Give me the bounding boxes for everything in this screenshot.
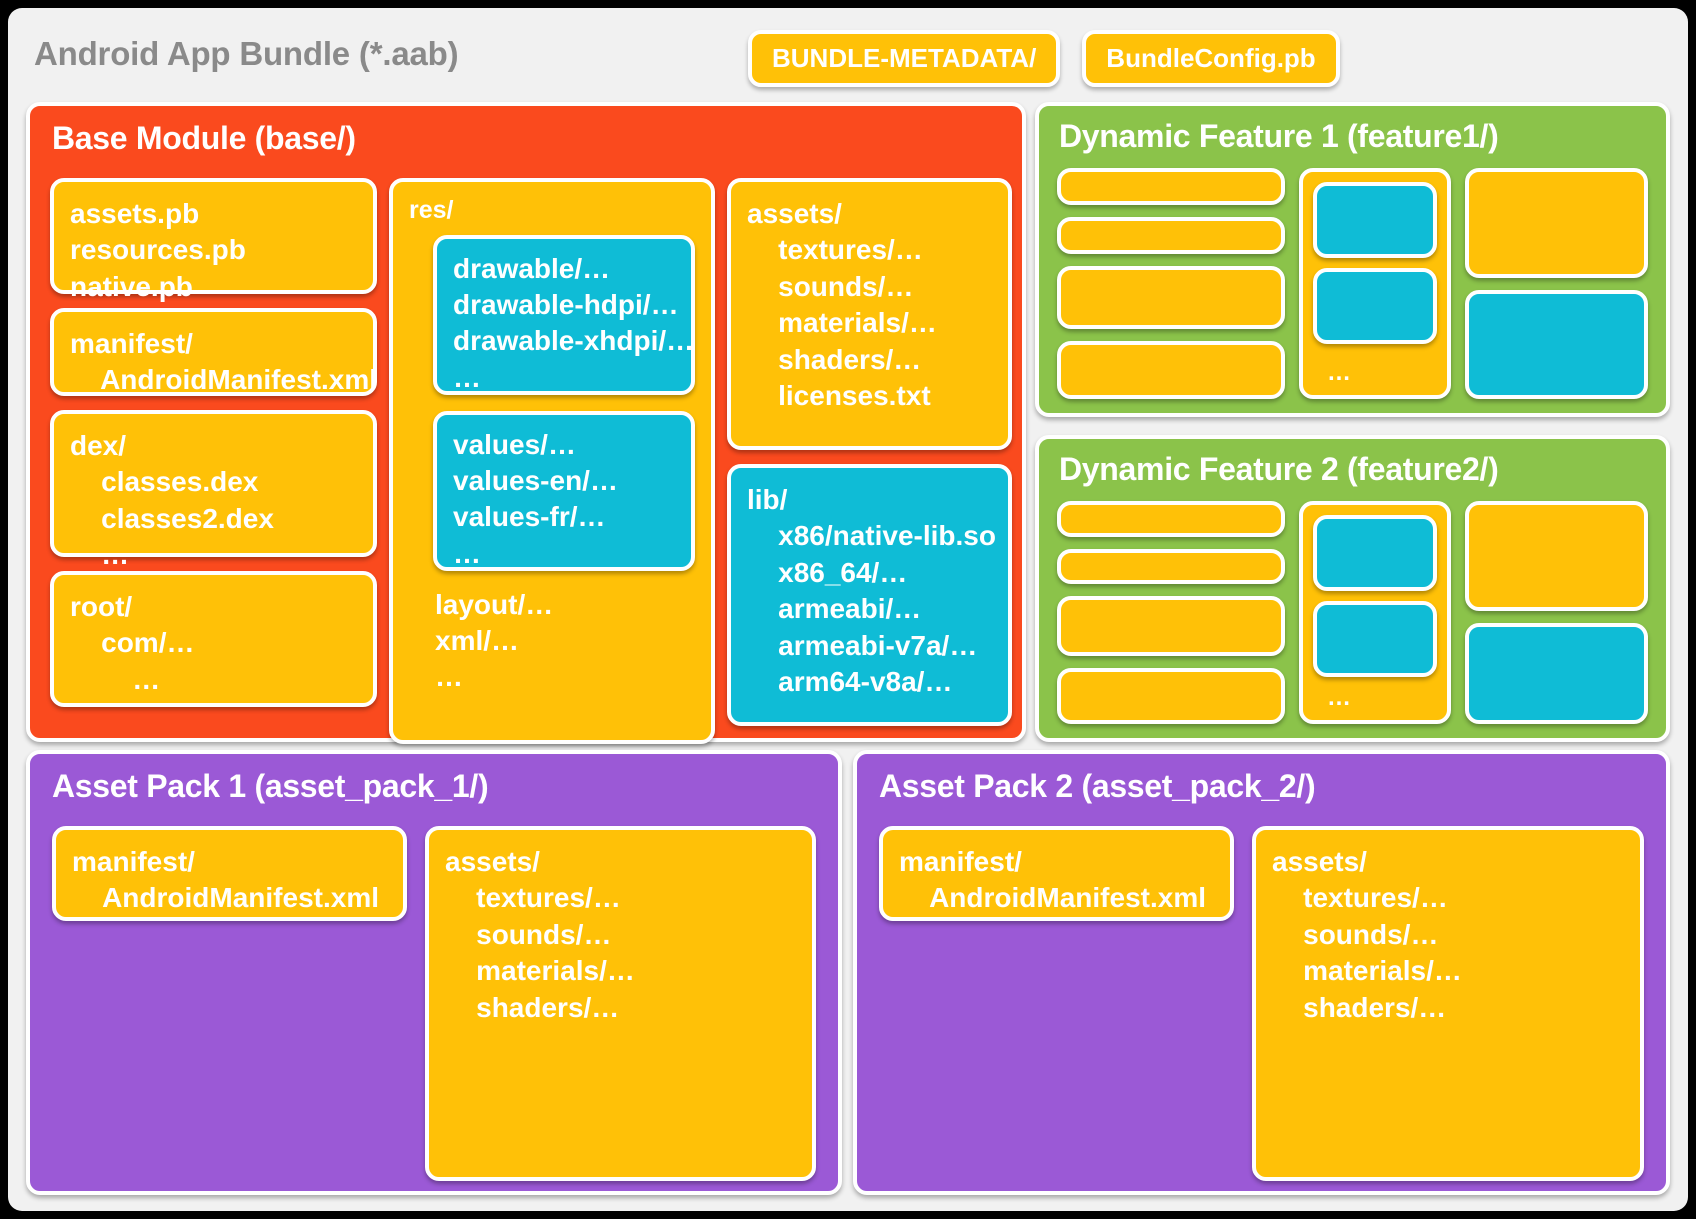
base-lib-text: lib/ x86/native-lib.so x86_64/… armeabi/… [747, 484, 996, 697]
asset-pack-2-manifest-text: manifest/ AndroidManifest.xml [899, 846, 1206, 914]
base-res-label: res/ [409, 196, 454, 224]
bundle-config-pill[interactable]: BundleConfig.pb [1082, 30, 1340, 87]
feature2-column-right [1465, 501, 1648, 724]
bundle-metadata-pill[interactable]: BUNDLE-METADATA/ [748, 30, 1061, 87]
feature1-file-card[interactable] [1057, 217, 1285, 255]
base-root-card[interactable]: root/ com/… … [50, 571, 377, 707]
base-module-title: Base Module (base/) [52, 120, 356, 156]
base-manifest-card[interactable]: manifest/ AndroidManifest.xml [50, 308, 377, 396]
base-assets-card[interactable]: assets/ textures/… sounds/… materials/… … [727, 178, 1012, 450]
res-tail-text: layout/… xml/… … [435, 588, 554, 693]
dynamic-feature-1-grid: … [1057, 168, 1648, 399]
asset-pack-1-title: Asset Pack 1 (asset_pack_1/) [52, 768, 489, 804]
feature1-column-mid: … [1299, 168, 1451, 399]
dynamic-feature-2-title: Dynamic Feature 2 (feature2/) [1059, 451, 1499, 487]
asset-pack-1-panel: Asset Pack 1 (asset_pack_1/) manifest/ A… [26, 750, 842, 1195]
page-title: Android App Bundle (*.aab) [34, 35, 459, 72]
android-app-bundle-container: Android App Bundle (*.aab) BUNDLE-METADA… [8, 8, 1688, 1211]
feature1-assets-card[interactable] [1465, 168, 1648, 278]
base-manifest-text: manifest/ AndroidManifest.xml [70, 328, 377, 396]
base-module-column-c: assets/ textures/… sounds/… materials/… … [727, 178, 1012, 740]
bundle-header: Android App Bundle (*.aab) [8, 8, 1688, 100]
feature1-file-card[interactable] [1057, 168, 1285, 206]
dynamic-feature-1-panel: Dynamic Feature 1 (feature1/) … [1035, 102, 1670, 417]
base-module-panel: Base Module (base/) assets.pb resources.… [26, 102, 1026, 744]
feature1-res-inner-card[interactable] [1313, 268, 1437, 344]
base-module-column-a: assets.pb resources.pb native.pb manifes… [50, 178, 377, 721]
dynamic-feature-2-panel: Dynamic Feature 2 (feature2/) … [1035, 435, 1670, 742]
feature1-res-dots: … [1327, 359, 1351, 386]
base-module-column-b: res/ drawable/… drawable-hdpi/… drawable… [389, 178, 715, 744]
base-res-card[interactable]: res/ drawable/… drawable-hdpi/… drawable… [389, 178, 715, 744]
res-drawable-text: drawable/… drawable-hdpi/… drawable-xhdp… [453, 252, 695, 393]
feature2-lib-card[interactable] [1465, 623, 1648, 724]
feature2-file-card[interactable] [1057, 668, 1285, 724]
asset-pack-2-manifest-card[interactable]: manifest/ AndroidManifest.xml [879, 826, 1234, 921]
feature2-column-left [1057, 501, 1285, 724]
base-lib-card[interactable]: lib/ x86/native-lib.so x86_64/… armeabi/… [727, 464, 1012, 726]
asset-pack-1-assets-text: assets/ textures/… sounds/… materials/… … [445, 846, 635, 1023]
base-dex-text: dex/ classes.dex classes2.dex … [70, 430, 274, 571]
asset-pack-2-title: Asset Pack 2 (asset_pack_2/) [879, 768, 1316, 804]
proto-files-text: assets.pb resources.pb native.pb [70, 198, 246, 302]
asset-pack-2-assets-text: assets/ textures/… sounds/… materials/… … [1272, 846, 1462, 1023]
feature1-file-card[interactable] [1057, 266, 1285, 329]
feature2-res-inner-card[interactable] [1313, 515, 1437, 591]
proto-files-card[interactable]: assets.pb resources.pb native.pb [50, 178, 377, 302]
feature2-res-card[interactable]: … [1299, 501, 1451, 724]
feature2-assets-card[interactable] [1465, 501, 1648, 611]
feature2-res-inner-card[interactable] [1313, 601, 1437, 677]
feature2-file-card[interactable] [1057, 501, 1285, 537]
base-assets-text: assets/ textures/… sounds/… materials/… … [747, 198, 937, 411]
res-values-text: values/… values-en/… values-fr/… … [453, 428, 618, 569]
feature1-res-card[interactable]: … [1299, 168, 1451, 399]
feature2-res-dots: … [1327, 684, 1351, 711]
feature1-column-left [1057, 168, 1285, 399]
asset-pack-1-manifest-text: manifest/ AndroidManifest.xml [72, 846, 379, 914]
feature2-column-mid: … [1299, 501, 1451, 724]
bundle-metadata-pills: BUNDLE-METADATA/ BundleConfig.pb [748, 30, 1340, 87]
dynamic-feature-2-grid: … [1057, 501, 1648, 724]
feature2-file-card[interactable] [1057, 596, 1285, 657]
asset-pack-1-manifest-card[interactable]: manifest/ AndroidManifest.xml [52, 826, 407, 921]
asset-pack-2-assets-card[interactable]: assets/ textures/… sounds/… materials/… … [1252, 826, 1644, 1181]
feature2-file-card[interactable] [1057, 548, 1285, 585]
base-dex-card[interactable]: dex/ classes.dex classes2.dex … [50, 410, 377, 570]
asset-pack-2-panel: Asset Pack 2 (asset_pack_2/) manifest/ A… [853, 750, 1670, 1195]
feature1-res-inner-card[interactable] [1313, 182, 1437, 258]
dynamic-feature-1-title: Dynamic Feature 1 (feature1/) [1059, 118, 1499, 154]
feature1-lib-card[interactable] [1465, 290, 1648, 399]
feature1-column-right [1465, 168, 1648, 399]
asset-pack-1-assets-card[interactable]: assets/ textures/… sounds/… materials/… … [425, 826, 816, 1181]
base-root-text: root/ com/… … [70, 591, 195, 695]
feature1-file-card[interactable] [1057, 340, 1285, 399]
res-drawable-card[interactable]: drawable/… drawable-hdpi/… drawable-xhdp… [433, 234, 695, 395]
res-values-card[interactable]: values/… values-en/… values-fr/… … [433, 410, 695, 571]
